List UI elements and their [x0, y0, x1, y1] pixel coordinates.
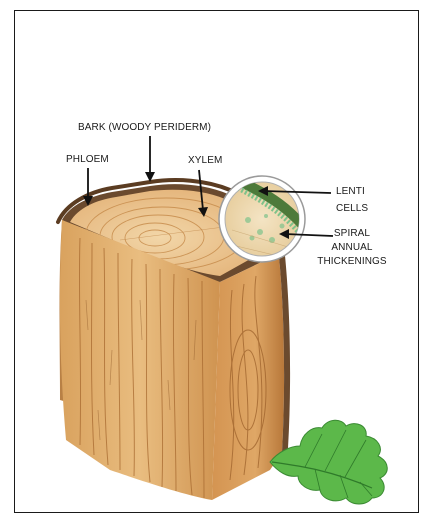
label-xylem: XYLEM — [188, 155, 222, 167]
label-bark: BARK (WOODY PERIDERM) — [78, 122, 211, 134]
label-lenti-line1: LENTI — [336, 186, 368, 198]
label-lenti-line2: CELLS — [336, 203, 368, 215]
label-spiral-line1: SPIRAL — [316, 228, 388, 240]
label-spiral-line3: THICKENINGS — [316, 256, 388, 268]
label-spiral-line2: ANNUAL — [316, 242, 388, 254]
label-phloem: PHLOEM — [66, 154, 109, 166]
label-spiral-thickenings: SPIRAL ANNUAL THICKENINGS — [316, 228, 388, 268]
label-lenti-cells: LENTI CELLS — [336, 186, 368, 215]
